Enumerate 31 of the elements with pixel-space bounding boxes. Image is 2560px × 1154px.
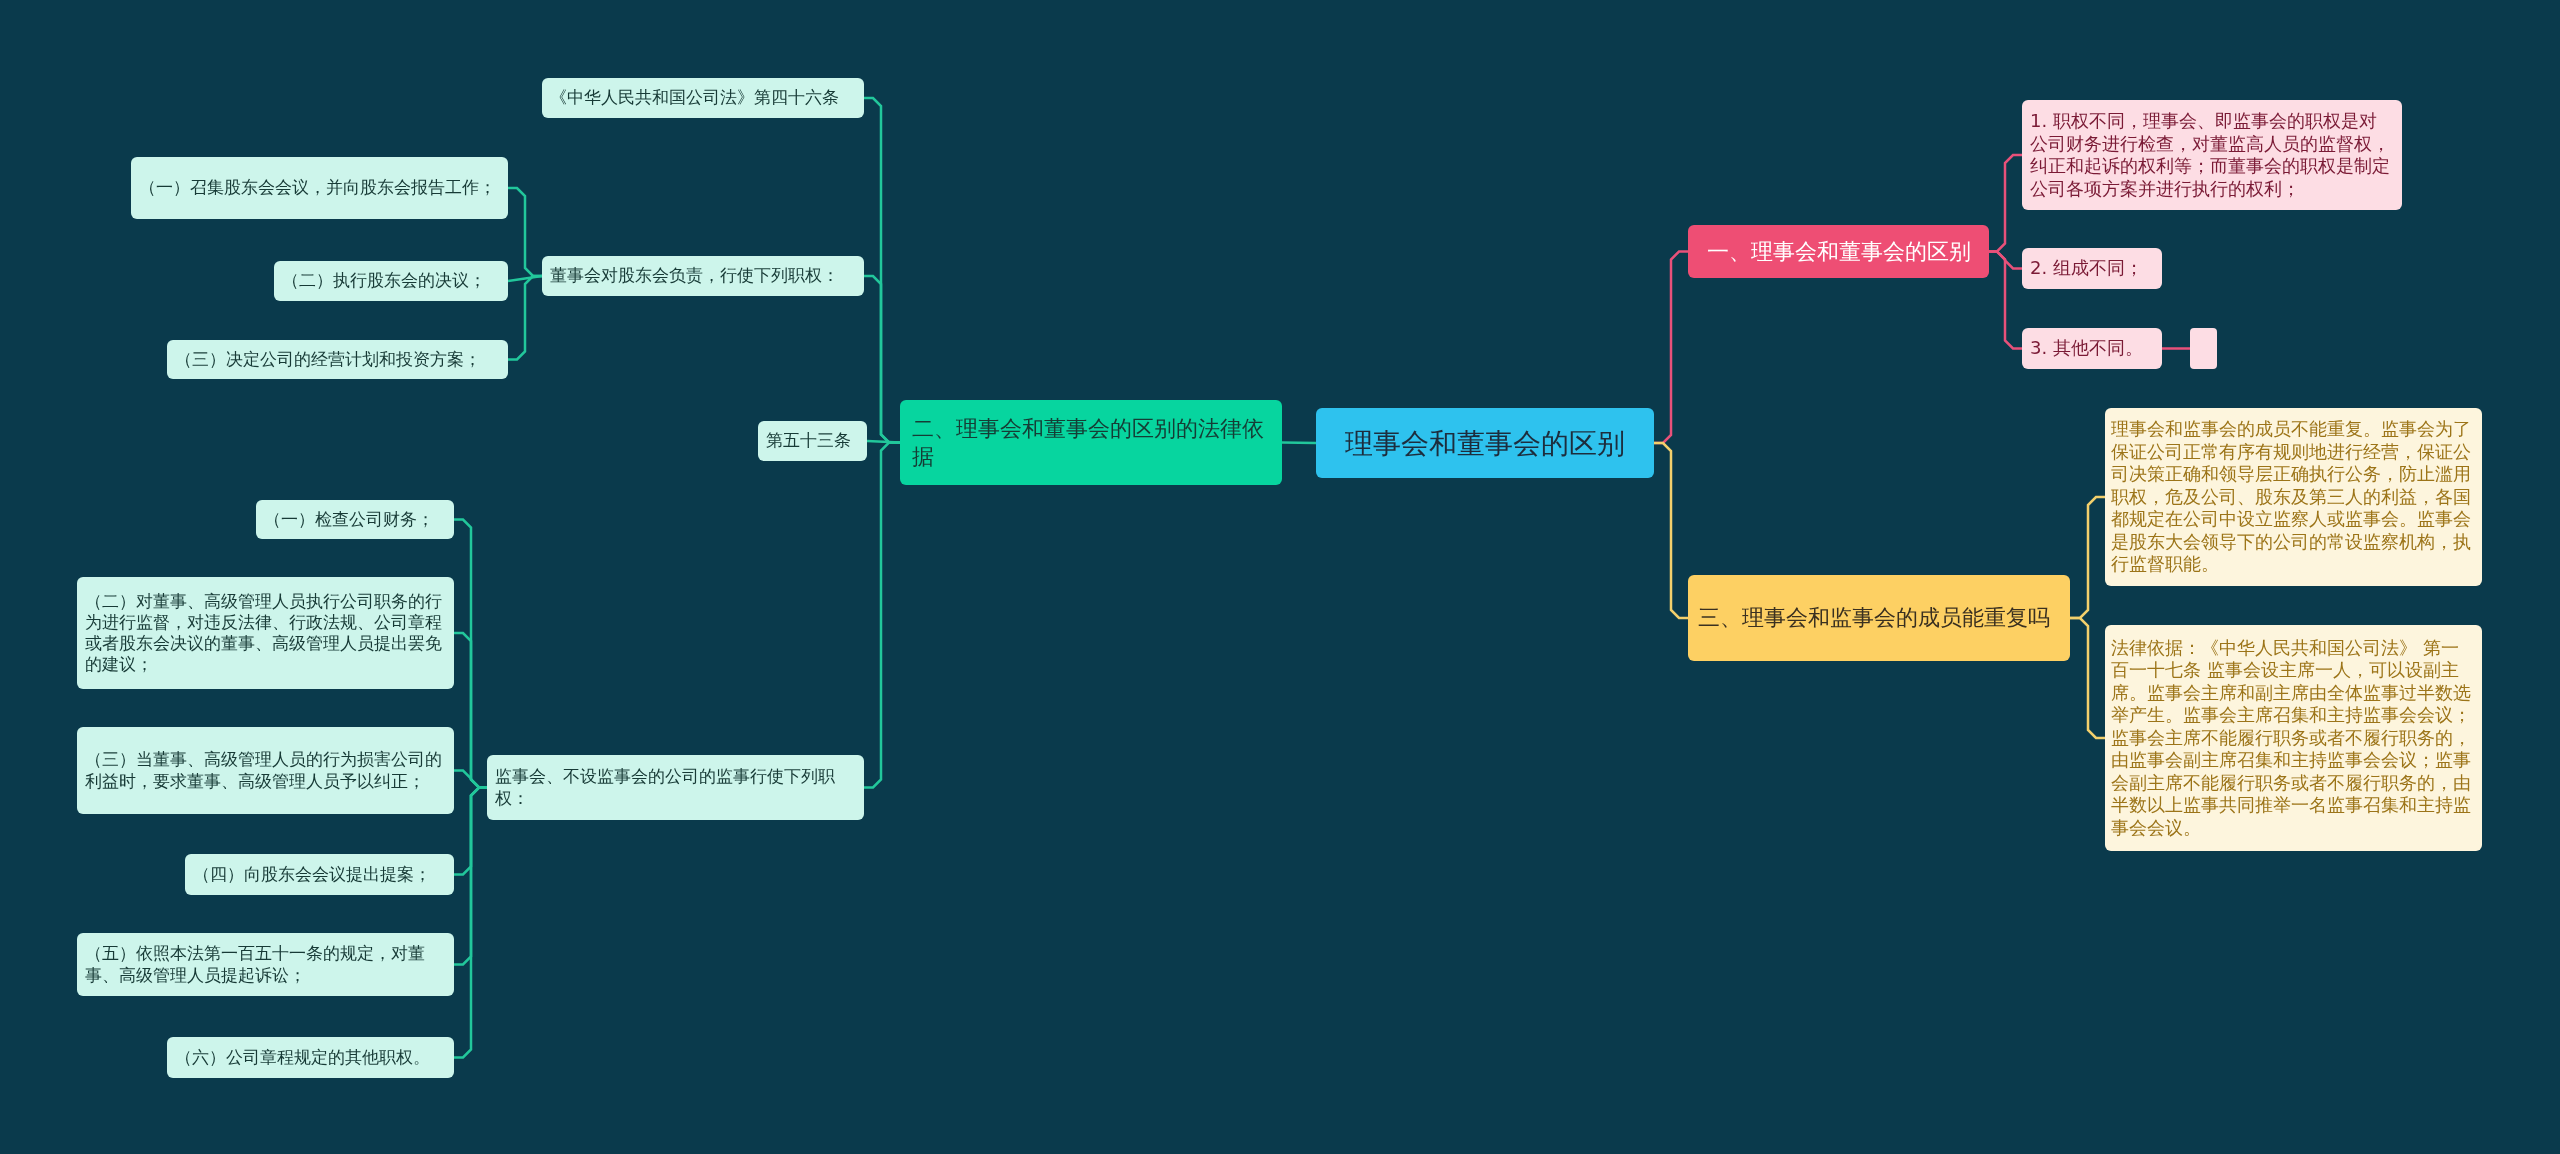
subtopic: 1. 职权不同，理事会、即监事会的职权是对公司财务进行检查，对董监高人员的监督权，纠正和起诉的权利等；而董事会的职权是制定公司各项方案并进行执行的权利； — [2022, 100, 2402, 210]
subtopic: （四）向股东会会议提出提案； — [185, 854, 454, 895]
connector-line — [454, 786, 487, 1059]
subtopic: （一）检查公司财务； — [256, 500, 454, 539]
connector-line — [1989, 250, 2022, 350]
connector-line — [507, 274, 543, 283]
subtopic: 《中华人民共和国公司法》第四十六条 — [542, 78, 864, 118]
subtopic: （三）当董事、高级管理人员的行为损害公司的利益时，要求董事、高级管理人员予以纠正； — [77, 727, 454, 814]
subtopic: （五）依照本法第一百五十一条的规定，对董事、高级管理人员提起诉讼； — [77, 933, 454, 996]
connector-line — [1654, 441, 1688, 620]
subtopic: 董事会对股东会负责，行使下列职权： — [542, 256, 864, 296]
subtopic: 3. 其他不同。 — [2022, 328, 2162, 369]
subtopic: 监事会、不设监事会的公司的监事行使下列职权： — [487, 755, 864, 820]
connector-line — [2070, 616, 2105, 740]
subtopic: （六）公司章程规定的其他职权。 — [167, 1037, 454, 1078]
connector-line — [1282, 441, 1316, 445]
branch-topic: 一、理事会和董事会的区别 — [1688, 225, 1989, 278]
subtopic: 理事会和监事会的成员不能重复。监事会为了保证公司正常有序有规则地进行经营，保证公司决策正确和领导层正确执行公务，防止滥用职权，危及公司、股东及第三人的利益，各国都规定在公司中设立监察人或监事会。监事会是股东大会领导下的公司的常设监察机构，执行监督职能。 — [2105, 408, 2482, 586]
branch-topic: 二、理事会和董事会的区别的法律依据 — [900, 400, 1282, 485]
connector-line — [508, 274, 542, 361]
subtopic: （二）执行股东会的决议； — [274, 261, 508, 301]
central-topic: 理事会和董事会的区别 — [1316, 408, 1654, 478]
subtopic: （二）对董事、高级管理人员执行公司职务的行为进行监督，对违反法律、行政法规、公司章程或者股东会决议的董事、高级管理人员提出罢免的建议； — [77, 577, 454, 689]
subtopic: （三）决定公司的经营计划和投资方案； — [167, 340, 508, 379]
subtopic: （一）召集股东会会议，并向股东会报告工作； — [131, 157, 508, 219]
empty-box — [2190, 328, 2217, 369]
branch-topic: 三、理事会和监事会的成员能重复吗 — [1688, 575, 2070, 661]
subtopic: 法律依据：《中华人民共和国公司法》 第一百一十七条 监事会设主席一人，可以设副主席。监事会主席和副主席由全体监事过半数选举产生。监事会主席召集和主持监事会会议；监事会主席不能履行职务或者不履行职务的，由监事会副主席召集和主持监事会会议；监事会副主席不能履行职务或者不履行职务的，由半数以上监事共同推举一名监事召集和主持监事会会议。 — [2105, 625, 2482, 851]
connector-line — [2162, 347, 2190, 350]
subtopic: 2. 组成不同； — [2022, 248, 2162, 289]
subtopic: 第五十三条 — [758, 421, 867, 461]
